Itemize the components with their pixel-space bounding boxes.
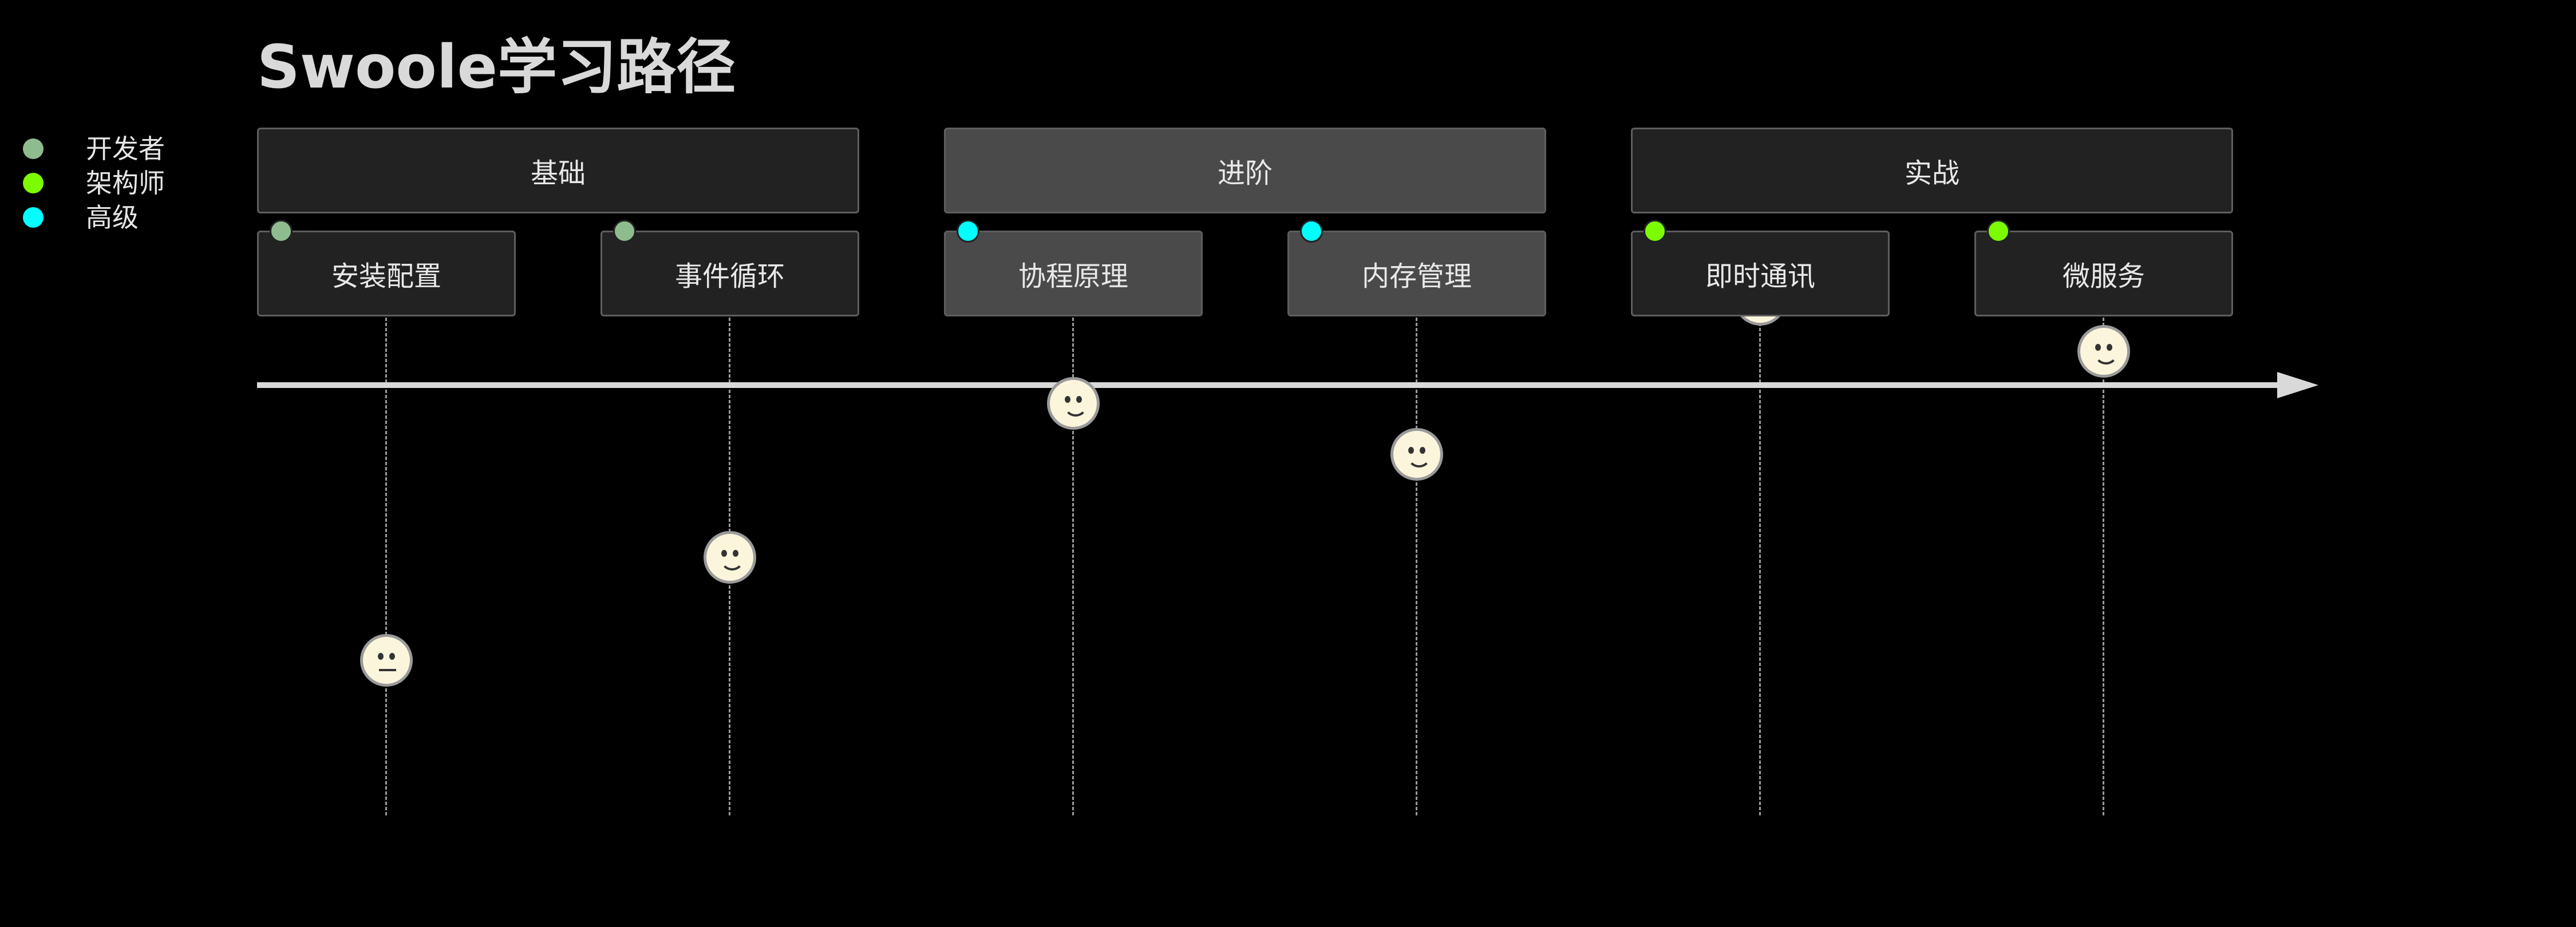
legend-swatch-advanced xyxy=(23,207,44,228)
task-im: 即时通讯 xyxy=(1631,231,1890,316)
role-dot-architect xyxy=(1987,220,2010,243)
legend-item-developer: 开发者 xyxy=(23,132,195,166)
smiley-memory xyxy=(1390,428,1443,481)
smiley-coroutine xyxy=(1047,377,1100,430)
task-memory: 内存管理 xyxy=(1287,231,1546,316)
smiley-eye-icon xyxy=(733,550,738,557)
task-line-microservice xyxy=(2103,318,2104,815)
smiley-mouth-icon xyxy=(720,554,744,571)
smiley-eye-icon xyxy=(1065,396,1070,403)
smiley-eye-icon xyxy=(378,653,384,660)
task-line-memory xyxy=(1416,318,1417,815)
smiley-event-loop xyxy=(704,531,756,584)
smiley-mouth-icon xyxy=(379,669,396,671)
role-dot-developer xyxy=(270,220,293,243)
role-dot-advanced xyxy=(957,220,979,243)
role-dot-developer xyxy=(613,220,636,243)
smiley-microservice xyxy=(2077,325,2130,378)
legend-item-advanced: 高级 xyxy=(23,200,195,235)
legend-label-architect: 架构师 xyxy=(86,168,165,199)
smiley-mouth-icon xyxy=(1064,401,1088,417)
task-line-install xyxy=(385,318,387,815)
task-install: 安装配置 xyxy=(257,231,516,316)
task-line-im xyxy=(1759,318,1761,815)
smiley-eye-icon xyxy=(389,653,395,660)
smiley-mouth-icon xyxy=(1407,451,1431,468)
task-line-coroutine xyxy=(1072,318,1074,815)
legend-label-advanced: 高级 xyxy=(86,202,139,233)
smiley-install xyxy=(360,634,413,687)
smiley-eye-icon xyxy=(2095,344,2101,351)
smiley-eye-icon xyxy=(1076,396,1082,403)
smiley-eye-icon xyxy=(1420,447,1425,454)
page-title: Swoole学习路径 xyxy=(257,32,736,102)
section-basics: 基础 xyxy=(257,128,859,213)
legend-swatch-architect xyxy=(23,173,44,193)
task-coroutine: 协程原理 xyxy=(944,231,1203,316)
legend-item-architect: 架构师 xyxy=(23,166,195,200)
task-event-loop: 事件循环 xyxy=(600,231,859,316)
legend-swatch-developer xyxy=(23,138,44,159)
legend-label-developer: 开发者 xyxy=(86,133,165,164)
smiley-eye-icon xyxy=(721,550,727,557)
timeline-arrow-head xyxy=(2277,372,2318,398)
smiley-eye-icon xyxy=(1408,447,1414,454)
section-practice: 实战 xyxy=(1631,128,2233,213)
smiley-mouth-icon xyxy=(2094,348,2118,365)
role-dot-architect xyxy=(1643,220,1666,243)
role-dot-advanced xyxy=(1300,220,1323,243)
task-microservice: 微服务 xyxy=(1974,231,2233,316)
section-advanced: 进阶 xyxy=(944,128,1546,213)
smiley-eye-icon xyxy=(2107,344,2112,351)
